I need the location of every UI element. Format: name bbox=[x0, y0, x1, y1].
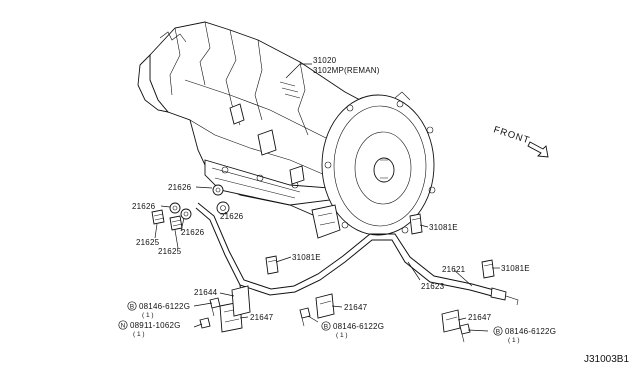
bracket-21644 bbox=[231, 285, 251, 317]
bolt-symbol-icon bbox=[127, 301, 137, 311]
svg-text:B: B bbox=[130, 303, 134, 310]
bolt-08146-b bbox=[299, 307, 311, 319]
callout-bolt-08146-c: B 08146-6122G ( 1 ) bbox=[493, 326, 556, 344]
callout-21625-a: 21625 bbox=[136, 238, 160, 247]
bolt-08146-c bbox=[459, 323, 471, 335]
transmission-assembly bbox=[137, 21, 436, 239]
callout-21626-top: 21626 bbox=[168, 183, 192, 192]
svg-text:N: N bbox=[121, 322, 126, 329]
callout-nut-08911: N 08911-1062G ( 1 ) bbox=[118, 320, 181, 338]
clip-31081e-a bbox=[409, 213, 423, 235]
callout-bolt-08146-b: B 08146-6122G ( 1 ) bbox=[321, 321, 384, 339]
callout-31081e-b: 31081E bbox=[292, 253, 321, 262]
bolt-symbol-icon bbox=[321, 321, 331, 331]
callout-21623: 21623 bbox=[421, 282, 445, 291]
svg-text:( 1 ): ( 1 ) bbox=[142, 312, 154, 319]
washer-21626-right bbox=[216, 201, 230, 215]
svg-text:08911-1062G: 08911-1062G bbox=[130, 321, 181, 330]
union-bolt-21625-a bbox=[151, 209, 165, 225]
bolt-symbol-icon bbox=[493, 326, 503, 336]
callout-3102mp: 3102MP(REMAN) bbox=[313, 66, 380, 75]
clip-31081e-b bbox=[265, 255, 279, 275]
nut-symbol-icon bbox=[118, 320, 128, 330]
front-arrow-icon bbox=[527, 141, 549, 158]
washer-21626-top bbox=[212, 184, 224, 196]
callout-21626-left: 21626 bbox=[132, 202, 156, 211]
front-label: FRONT bbox=[492, 124, 531, 146]
diagram-code: J31003B1 bbox=[584, 354, 629, 365]
callout-21626-right: 21626 bbox=[220, 212, 244, 221]
callout-21626-lower: 21626 bbox=[181, 228, 205, 237]
washer-21626-left bbox=[169, 202, 181, 214]
callout-21625-b: 21625 bbox=[158, 247, 182, 256]
callout-labels: 31020 3102MP(REMAN) 21626 21626 21626 21… bbox=[118, 56, 556, 344]
fittings-and-fasteners bbox=[151, 184, 495, 343]
callout-21647-a: 21647 bbox=[250, 313, 274, 322]
svg-text:B: B bbox=[496, 328, 500, 335]
leader-lines bbox=[154, 63, 500, 332]
svg-text:08146-6122G: 08146-6122G bbox=[139, 302, 190, 311]
svg-text:B: B bbox=[324, 323, 328, 330]
callout-21647-b: 21647 bbox=[344, 303, 368, 312]
washer-21626-lower bbox=[180, 208, 192, 220]
callout-31081e-a: 31081E bbox=[429, 223, 458, 232]
front-indicator: FRONT bbox=[492, 124, 549, 158]
svg-text:( 1 ): ( 1 ) bbox=[508, 337, 520, 344]
svg-text:08146-6122G: 08146-6122G bbox=[505, 327, 556, 336]
clip-31081e-c bbox=[481, 259, 495, 279]
svg-text:( 1 ): ( 1 ) bbox=[336, 332, 348, 339]
svg-text:08146-6122G: 08146-6122G bbox=[333, 322, 384, 331]
callout-31081e-c: 31081E bbox=[501, 264, 530, 273]
callout-21644: 21644 bbox=[194, 288, 218, 297]
callout-31020: 31020 bbox=[313, 56, 337, 65]
bracket-21647-b bbox=[315, 293, 335, 319]
bracket-21647-c bbox=[441, 309, 461, 333]
callout-21621: 21621 bbox=[442, 265, 466, 274]
bolt-08146-a bbox=[209, 297, 221, 309]
svg-text:( 1 ): ( 1 ) bbox=[133, 331, 145, 338]
callout-bolt-08146-a: B 08146-6122G ( 1 ) bbox=[127, 301, 190, 319]
callout-21647-c: 21647 bbox=[468, 313, 492, 322]
nut-08911 bbox=[199, 317, 211, 329]
